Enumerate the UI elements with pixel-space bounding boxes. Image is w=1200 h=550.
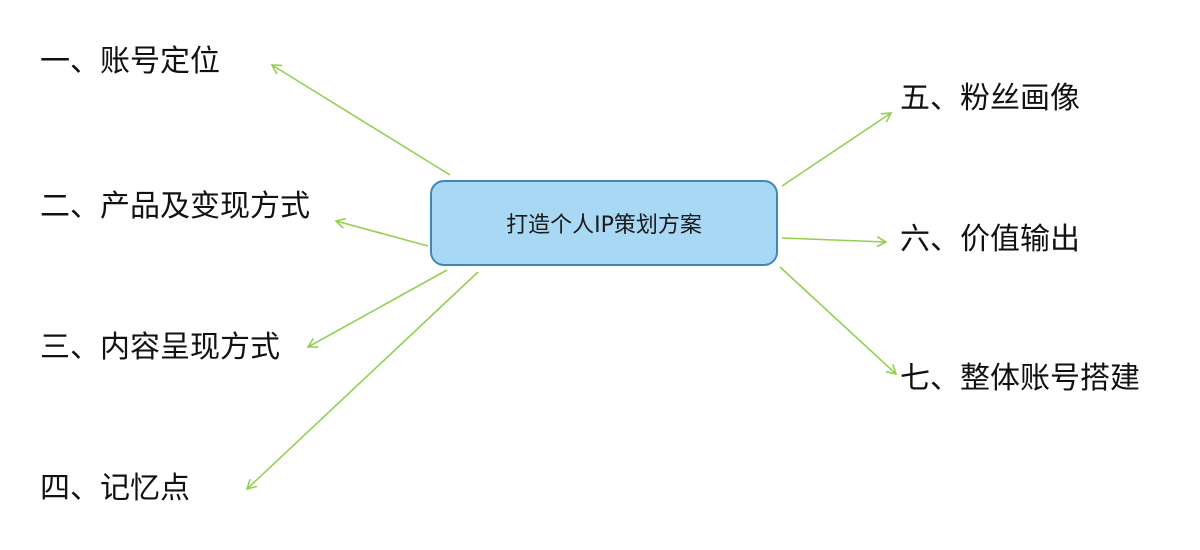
arrow-to-b3 (306, 269, 448, 348)
arrow-to-b7 (779, 266, 898, 376)
branch-4-label: 四、记忆点 (40, 471, 190, 506)
arrow-to-b2 (334, 217, 429, 247)
branch-6-label: 六、价值输出 (900, 222, 1080, 257)
central-topic-label: 打造个人IP策划方案 (506, 213, 702, 238)
branch-7-label: 七、整体账号搭建 (900, 361, 1140, 396)
branch-2-label: 二、产品及变现方式 (40, 189, 310, 224)
central-topic-node: 打造个人IP策划方案 (430, 180, 778, 266)
branch-1-label: 一、账号定位 (40, 44, 220, 79)
branch-3-label: 三、内容呈现方式 (40, 330, 280, 365)
arrow-to-b4 (245, 271, 479, 491)
arrow-to-b6 (781, 235, 888, 248)
arrow-to-b1 (270, 64, 451, 176)
branch-5-label: 五、粉丝画像 (900, 81, 1080, 116)
arrow-to-b5 (781, 112, 893, 187)
